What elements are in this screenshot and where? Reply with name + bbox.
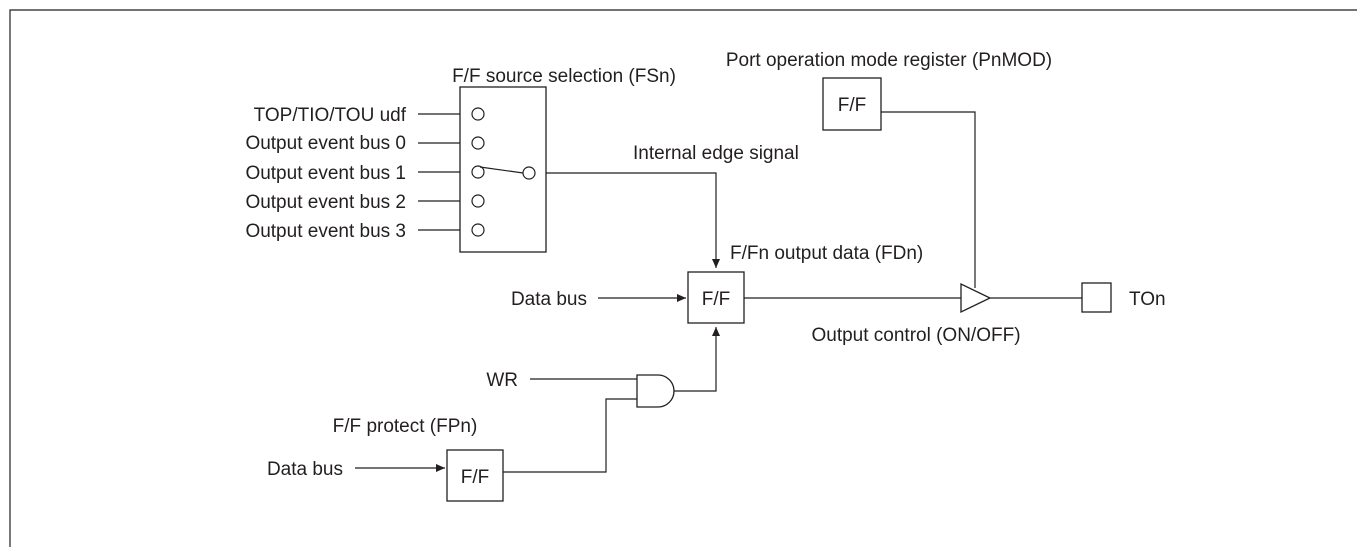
- selector-contact-3: [471, 194, 485, 208]
- data-bus-label-1: Data bus: [511, 289, 587, 310]
- source-selector-box: [459, 86, 547, 253]
- main-flip-flop-label: F/F: [702, 289, 731, 310]
- protect-output-line: [503, 398, 637, 473]
- input-label-top-tio-tou: TOP/TIO/TOU udf: [254, 105, 407, 126]
- input-label-event-bus-2: Output event bus 2: [245, 192, 406, 213]
- output-control-label: Output control (ON/OFF): [811, 325, 1020, 346]
- data-bus-label-2: Data bus: [267, 459, 343, 480]
- and-gate-output-line: [674, 327, 720, 392]
- protect-flip-flop-label: F/F: [461, 467, 490, 488]
- selector-contact-0: [471, 107, 485, 121]
- input-label-event-bus-1: Output event bus 1: [245, 163, 406, 184]
- pmod-flip-flop-label: F/F: [838, 95, 867, 116]
- ton-label: TOn: [1129, 289, 1166, 310]
- wr-label: WR: [486, 370, 518, 391]
- protect-flip-flop: [446, 449, 504, 502]
- pmod-control-line: [881, 111, 976, 288]
- pmod-flip-flop: [822, 77, 882, 131]
- ton-pin: [1081, 282, 1112, 313]
- pmod-title: Port operation mode register (PnMOD): [726, 50, 1052, 71]
- selector-contact-1: [471, 136, 485, 150]
- fd-output-label: F/Fn output data (FDn): [730, 243, 923, 264]
- internal-edge-line: [546, 172, 720, 268]
- selector-contact-4: [471, 223, 485, 237]
- fs-title: F/F source selection (FSn): [452, 66, 676, 87]
- input-label-event-bus-0: Output event bus 0: [245, 133, 406, 154]
- selector-contact-2: [471, 165, 485, 179]
- output-buffer: [960, 282, 992, 314]
- selector-switch-arm: [479, 166, 524, 174]
- diagram-frame: [9, 9, 1357, 547]
- and-gate: [636, 374, 675, 408]
- input-label-event-bus-3: Output event bus 3: [245, 221, 406, 242]
- internal-edge-label: Internal edge signal: [633, 143, 799, 164]
- fp-title: F/F protect (FPn): [333, 416, 478, 437]
